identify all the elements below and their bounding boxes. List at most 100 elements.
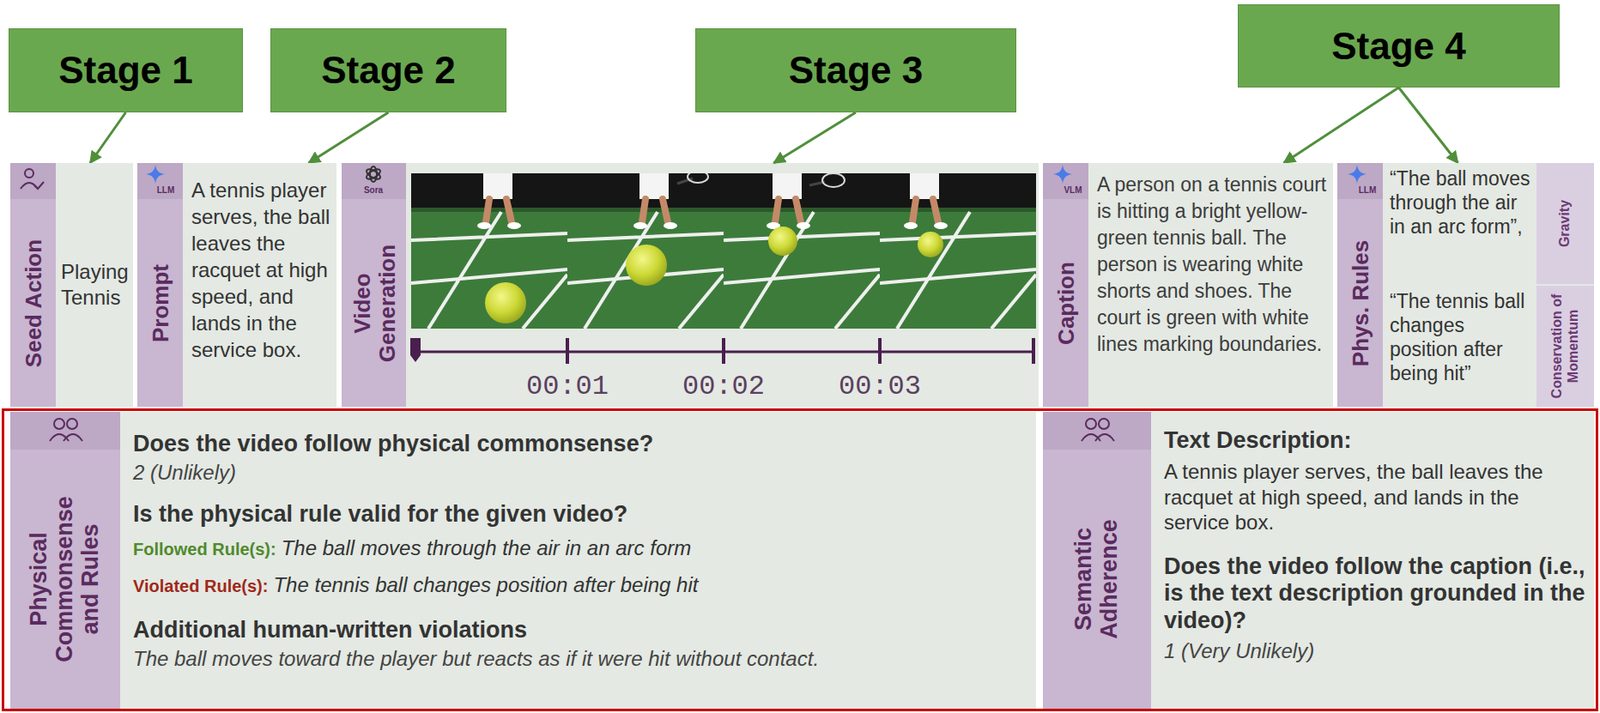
strip-label: Caption xyxy=(1053,261,1079,346)
judgement-label: Violated Rule(s): xyxy=(133,576,268,596)
stage-arrow xyxy=(309,112,389,164)
stage-arrow xyxy=(773,112,856,164)
rule-text: “The ball moves through the air in an ar… xyxy=(1389,166,1536,239)
video-frame xyxy=(723,173,880,329)
rule-text: “The tennis ball changes position after … xyxy=(1389,289,1536,386)
strip-label-holder: Caption xyxy=(1042,199,1089,407)
strip-label: Phys. Rules xyxy=(1347,239,1373,366)
panel-text: A person on a tennis court is hitting a … xyxy=(1096,171,1328,358)
icon-area xyxy=(137,163,183,200)
stage-box: Stage 3 xyxy=(695,28,1017,113)
stage-arrow xyxy=(1399,87,1459,164)
annotators-icon xyxy=(49,418,83,442)
strip-label-holder: Semantic Adherence xyxy=(1042,449,1152,710)
human-check-icon xyxy=(20,169,44,189)
rule-box: “The tennis ball changes position after … xyxy=(1382,285,1594,407)
rule-category-holder: Gravity xyxy=(1536,163,1594,285)
pipeline-panel: Seed Action Playing Tennis xyxy=(10,163,134,407)
panel-text-area: A person on a tennis court is hitting a … xyxy=(1096,171,1328,404)
stage-box: Stage 4 xyxy=(1237,4,1560,88)
eval-content: Does the video follow physical commonsen… xyxy=(133,412,1028,710)
stage-box: Stage 1 xyxy=(8,28,243,113)
label-strip: Physical Commonsense and Rules xyxy=(10,412,121,710)
question: Does the video follow the caption (i.e.,… xyxy=(1163,553,1586,635)
judgement-rule: The tennis ball changes position after b… xyxy=(272,573,698,597)
label-strip: Phys. Rules xyxy=(1337,163,1383,407)
panel-text: A tennis player serves, the ball leaves … xyxy=(191,176,334,364)
strip-label: Seed Action xyxy=(20,238,46,367)
rule-box: “The ball moves through the air in an ar… xyxy=(1382,163,1594,285)
question: Text Description: xyxy=(1163,427,1586,455)
evaluation-panel: Physical Commonsense and Rules Does the v… xyxy=(10,412,1037,710)
judgement-label: Followed Rule(s): xyxy=(133,539,277,559)
video-frame xyxy=(411,173,568,329)
timestamp: 00:02 xyxy=(682,370,765,403)
rule-judgement: Violated Rule(s):The tennis ball changes… xyxy=(133,573,1028,599)
timestamp: 00:03 xyxy=(838,370,922,403)
video-frame xyxy=(567,170,724,329)
strip-label-holder: Physical Commonsense and Rules xyxy=(10,449,121,710)
strip-label: Semantic Adherence xyxy=(1071,510,1122,649)
rule-text-area: “The ball moves through the air in an ar… xyxy=(1389,166,1536,283)
rule-category: Conservation of Momentum xyxy=(1549,290,1582,404)
stage-title: Stage 4 xyxy=(1331,24,1467,68)
strip-label: Physical Commonsense and Rules xyxy=(26,493,104,666)
rule-text-area: “The tennis ball changes position after … xyxy=(1389,289,1536,406)
description: A tennis player serves, the ball leaves … xyxy=(1163,459,1586,535)
answer: The ball moves toward the player but rea… xyxy=(133,647,1028,673)
gemini-icon xyxy=(1347,164,1367,184)
pipeline-panel: Video Generation xyxy=(341,163,1039,407)
strip-label: Video Generation xyxy=(349,230,399,376)
icon-area xyxy=(10,412,121,450)
panel-text-area: A tennis player serves, the ball leaves … xyxy=(191,176,334,404)
pipeline-panel: Phys. Rules “The ball moves through the a… xyxy=(1337,163,1594,407)
icon-area xyxy=(341,163,407,200)
icon-area xyxy=(1337,163,1383,200)
icon-area xyxy=(10,163,56,200)
gemini-icon xyxy=(1053,164,1073,184)
judgement-rule: The ball moves through the air in an arc… xyxy=(281,536,692,560)
icon-area xyxy=(1042,163,1089,200)
panel-text: Playing Tennis xyxy=(60,259,130,311)
label-strip: Video Generation xyxy=(341,163,407,407)
timeline xyxy=(410,338,1034,364)
rule-category-holder: Conservation of Momentum xyxy=(1536,285,1594,407)
stage-title: Stage 1 xyxy=(58,48,194,92)
strip-label-holder: Phys. Rules xyxy=(1337,199,1383,407)
panel-text-area: Playing Tennis xyxy=(55,163,134,407)
gemini-icon xyxy=(145,164,165,184)
label-strip: Prompt xyxy=(137,163,183,407)
evaluation-frame: Physical Commonsense and Rules Does the v… xyxy=(1,408,1599,712)
stage-title: Stage 3 xyxy=(788,48,924,92)
sora-icon xyxy=(364,166,382,182)
label-strip: Caption xyxy=(1042,163,1089,407)
video-panel-ground xyxy=(341,163,1039,407)
label-strip: Seed Action xyxy=(10,163,56,407)
eval-content: Text Description: A tennis player serves,… xyxy=(1163,412,1586,710)
video-frame xyxy=(879,173,1037,329)
strip-label-holder: Video Generation xyxy=(341,199,407,407)
strip-label-holder: Seed Action xyxy=(10,199,56,407)
question: Does the video follow physical commonsen… xyxy=(133,430,1028,458)
question: Is the physical rule valid for the given… xyxy=(133,501,1028,528)
evaluation-panel: Semantic Adherence Text Description: A ten… xyxy=(1042,412,1594,710)
rule-category-band: Conservation of Momentum xyxy=(1536,285,1594,407)
timestamp: 00:01 xyxy=(526,370,609,403)
annotators-icon xyxy=(1081,418,1115,442)
strip-label-holder: Prompt xyxy=(137,199,183,407)
stage-title: Stage 2 xyxy=(321,48,456,92)
answer: 2 (Unlikely) xyxy=(133,460,1028,486)
answer: 1 (Very Unlikely) xyxy=(1163,639,1586,665)
rule-category: Gravity xyxy=(1557,200,1573,248)
strip-label: Prompt xyxy=(147,264,173,343)
stage-arrow xyxy=(90,112,127,164)
pipeline-panel: Prompt A tennis player serves, the ball l… xyxy=(137,163,337,407)
pipeline-panel: Caption A person on a tennis court is hit… xyxy=(1042,163,1334,407)
question: Additional human-written violations xyxy=(133,617,1028,644)
stage-box: Stage 2 xyxy=(270,28,507,113)
icon-area xyxy=(1042,412,1152,450)
label-strip: Semantic Adherence xyxy=(1042,412,1152,710)
rule-judgement: Followed Rule(s):The ball moves through … xyxy=(133,536,1028,562)
rule-category-band: Gravity xyxy=(1536,163,1594,285)
stage-arrow xyxy=(1284,87,1400,164)
